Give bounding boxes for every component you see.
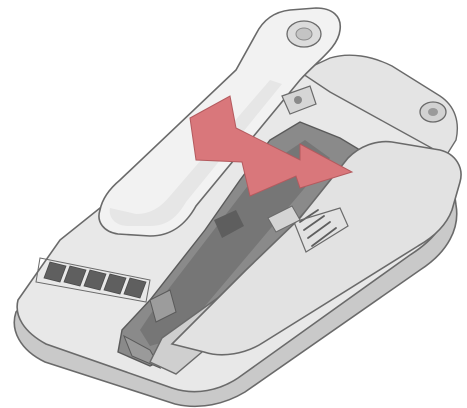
clip-hinge-pin xyxy=(294,96,302,104)
screw-hole xyxy=(428,108,438,116)
clip-rivet-center xyxy=(296,28,312,40)
